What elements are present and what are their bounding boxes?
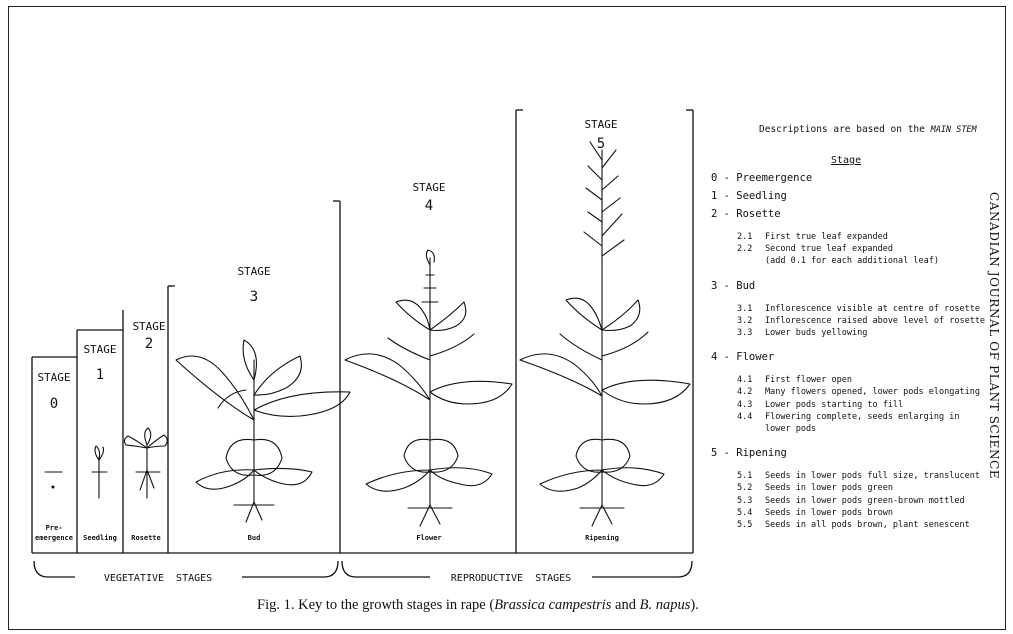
legend-substage-text: Many flowers opened, lower pods elongati… — [765, 387, 980, 397]
stage-2-label: Rosette — [131, 534, 161, 542]
stage-3-label: Bud — [248, 534, 261, 542]
legend-substage-number: 3.2 — [737, 315, 765, 327]
legend-substage-text: Flowering complete, seeds enlarging in — [765, 412, 959, 422]
legend-substage-text: Second true leaf expanded — [765, 244, 893, 254]
stage-3-number: 3 — [250, 289, 258, 305]
legend-substage-text: Lower pods starting to fill — [765, 400, 903, 410]
legend-stage-4: 4 - Flower — [711, 351, 1001, 363]
stage-1-number: 1 — [96, 367, 104, 383]
preemergence-illustration — [45, 472, 62, 488]
legend-substage-number: 5.3 — [737, 495, 765, 507]
legend-substage-number: 4.1 — [737, 374, 765, 386]
legend-substage-number: 5.2 — [737, 482, 765, 494]
stage-5-label: Ripening — [585, 534, 619, 542]
vegetative-brace-left — [34, 561, 75, 577]
legend-substage-text: (add 0.1 for each additional leaf) — [765, 256, 939, 266]
stage-1-heading: STAGE — [83, 343, 116, 356]
legend-header: Stage — [831, 155, 1001, 166]
legend-stage-1: 1 - Seedling — [711, 190, 1001, 202]
stage-5-heading: STAGE — [584, 118, 617, 131]
seedling-illustration — [92, 446, 107, 498]
legend-entries: 0 - Preemergence 1 - Seedling 2 - Rosette 2… — [711, 172, 1001, 531]
stage-2-heading: STAGE — [132, 320, 165, 333]
legend-substage-text: Seeds in lower pods green-brown mottled — [765, 496, 965, 506]
legend-stage-0: 0 - Preemergence — [711, 172, 1001, 184]
legend-substage-text: Seeds in lower pods brown — [765, 508, 893, 518]
stage-0-label-line1: Pre- — [46, 524, 63, 532]
vegetative-brace-right — [242, 561, 338, 577]
figure-caption: Fig. 1. Key to the growth stages in rape… — [257, 597, 699, 614]
rosette-illustration — [124, 428, 167, 498]
legend-substage-text: Seeds in lower pods full size, transluce… — [765, 471, 980, 481]
legend-substage-number: 5.4 — [737, 507, 765, 519]
bud-illustration — [176, 340, 350, 522]
stage-5-number: 5 — [597, 136, 605, 152]
stage-0-heading: STAGE — [37, 371, 70, 384]
stage-3-heading: STAGE — [237, 265, 270, 278]
legend-substage-number: 3.1 — [737, 303, 765, 315]
legend-substage-number: 2.1 — [737, 231, 765, 243]
legend-substage: lower pods — [737, 423, 1001, 435]
legend-substage-number: 4.4 — [737, 411, 765, 423]
stage-4-number: 4 — [425, 198, 433, 214]
stage-0-label-line2: emergence — [35, 534, 73, 542]
legend-substage-text: First flower open — [765, 375, 852, 385]
legend-substage-number: 5.1 — [737, 470, 765, 482]
legend-stage-2: 2 - Rosette — [711, 208, 1001, 220]
journal-name: CANADIAN JOURNAL OF PLANT SCIENCE — [987, 192, 1001, 479]
legend-substage-text: Seeds in lower pods green — [765, 483, 893, 493]
legend-substage-text: First true leaf expanded — [765, 232, 888, 242]
legend-stage-3: 3 - Bud — [711, 280, 1001, 292]
legend-substage-number: 4.3 — [737, 399, 765, 411]
reproductive-brace-right — [592, 561, 692, 577]
legend-substage-number: 4.2 — [737, 386, 765, 398]
stage-legend: Descriptions are based on the MAIN STEM … — [711, 124, 1001, 543]
legend-substage-text: lower pods — [765, 424, 816, 434]
stage-1-label: Seedling — [83, 534, 117, 542]
legend-substage-number: 2.2 — [737, 243, 765, 255]
legend-stage-5: 5 - Ripening — [711, 447, 1001, 459]
legend-intro: Descriptions are based on the MAIN STEM — [759, 124, 1001, 135]
ripening-illustration — [520, 142, 690, 526]
stage-0-number: 0 — [50, 396, 58, 412]
legend-substage-text: Inflorescence visible at centre of roset… — [765, 304, 980, 314]
legend-substage-number: 3.3 — [737, 327, 765, 339]
flower-illustration — [345, 250, 512, 526]
stage-4-label: Flower — [416, 534, 441, 542]
legend-substage: (add 0.1 for each additional leaf) — [737, 255, 1001, 267]
legend-substage-text: Inflorescence raised above level of rose… — [765, 316, 985, 326]
stage-2-number: 2 — [145, 336, 153, 352]
stage-4-heading: STAGE — [412, 181, 445, 194]
reproductive-brace-left — [342, 561, 430, 577]
reproductive-stages-label: REPRODUCTIVE STAGES — [451, 573, 571, 584]
legend-substage-number: 5.5 — [737, 519, 765, 531]
vegetative-stages-label: VEGETATIVE STAGES — [104, 573, 212, 584]
legend-substage-text: Seeds in all pods brown, plant senescent — [765, 520, 970, 530]
legend-substage-text: Lower buds yellowing — [765, 328, 867, 338]
stage-columns — [32, 110, 693, 577]
